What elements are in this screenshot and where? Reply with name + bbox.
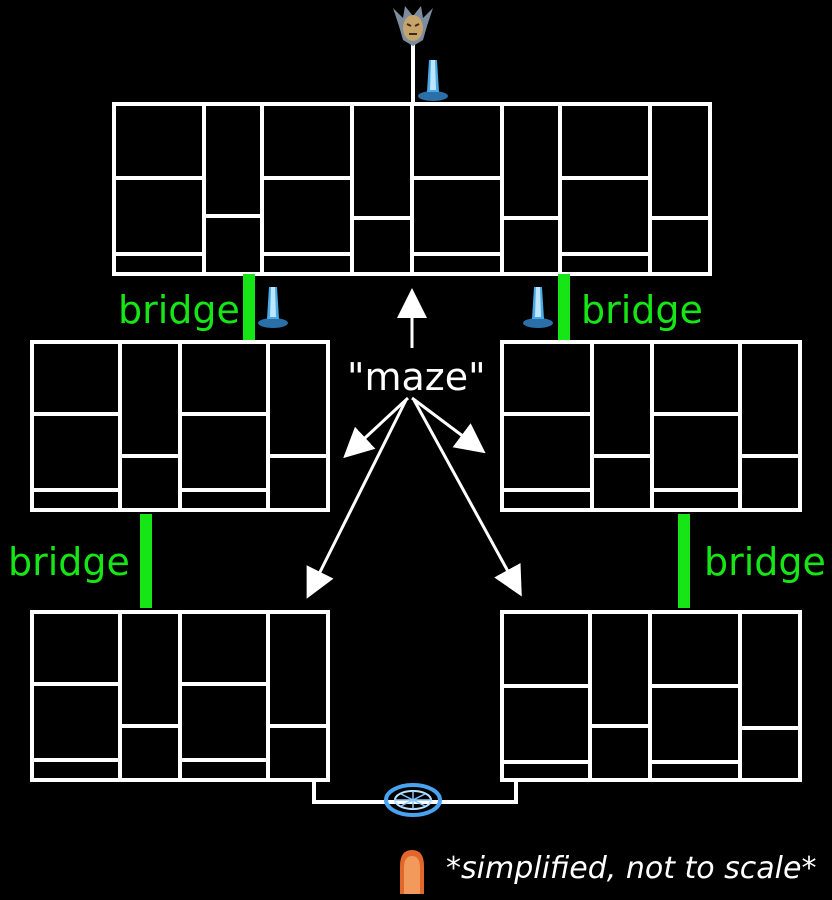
maze-section-bottom-right	[500, 610, 802, 782]
bridge-label-lower-right: bridge	[704, 540, 826, 584]
arrow-bottom-left	[306, 399, 408, 599]
maze-label: "maze"	[347, 355, 486, 399]
maze-section-bottom-left	[30, 610, 330, 782]
bridge-bar-lower-left	[140, 514, 152, 608]
waypoint-connector	[312, 780, 518, 804]
maze-arrows	[306, 288, 522, 599]
maze-section-middle-left	[30, 340, 330, 512]
maze-section-middle-right	[500, 340, 802, 512]
bridge-bar-top-right	[558, 274, 570, 340]
bridge-label-top-right: bridge	[581, 288, 703, 332]
bridge-label-top-left: bridge	[118, 288, 240, 332]
crystal-pylon-icon-top	[418, 60, 448, 101]
crystal-pylon-icon-left	[258, 287, 288, 328]
waypoint-portal-icon	[384, 783, 442, 817]
arrow-middle-left	[343, 396, 410, 459]
scale-note: *simplified, not to scale*	[446, 851, 816, 886]
door-icon	[400, 850, 424, 894]
crystal-pylon-icon-right	[523, 287, 553, 328]
bridge-bar-lower-right	[678, 514, 690, 608]
bridge-bar-top-left	[243, 274, 255, 340]
bridge-label-lower-left: bridge	[8, 540, 130, 584]
boss-portrait-icon	[393, 6, 433, 46]
maze-section-top	[112, 102, 712, 276]
arrow-middle-right	[411, 396, 486, 454]
arrow-bottom-right	[412, 399, 522, 597]
